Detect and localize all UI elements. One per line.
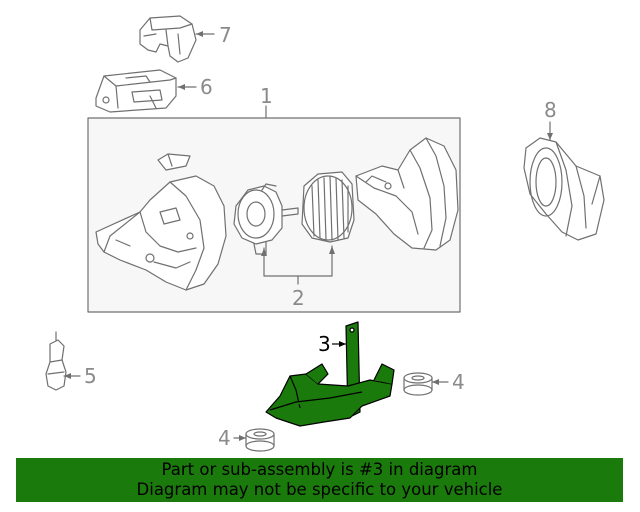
callout-4-lower: 4 [218,426,231,450]
scroll-housing[interactable] [355,137,459,251]
blower-housing[interactable] [95,153,227,291]
banner-line-1: Part or sub-assembly is #3 in diagram [161,460,478,479]
callout-4-upper: 4 [452,370,465,394]
part-3-bracket-highlighted[interactable] [265,321,395,427]
callout-6: 6 [200,75,213,99]
callout-3: 3 [318,332,331,356]
part-6-module[interactable] [95,69,177,113]
callout-5: 5 [84,364,97,388]
callout-1: 1 [260,84,273,108]
blower-fan-wheel[interactable] [301,171,355,243]
part-4-grommet-upper[interactable] [403,372,433,396]
callout-2: 2 [292,286,305,310]
part-5-connector[interactable] [45,331,67,391]
banner-line-2: Diagram may not be specific to your vehi… [136,480,503,499]
parts-diagram [45,15,605,452]
notice-banner: Part or sub-assembly is #3 in diagram Di… [16,458,623,502]
part-7-bracket[interactable] [139,15,197,63]
callout-7: 7 [219,23,232,47]
part-8-duct[interactable] [523,137,605,241]
callout-8: 8 [544,98,557,122]
part-4-grommet-lower[interactable] [245,428,275,452]
blower-motor[interactable] [233,183,299,255]
